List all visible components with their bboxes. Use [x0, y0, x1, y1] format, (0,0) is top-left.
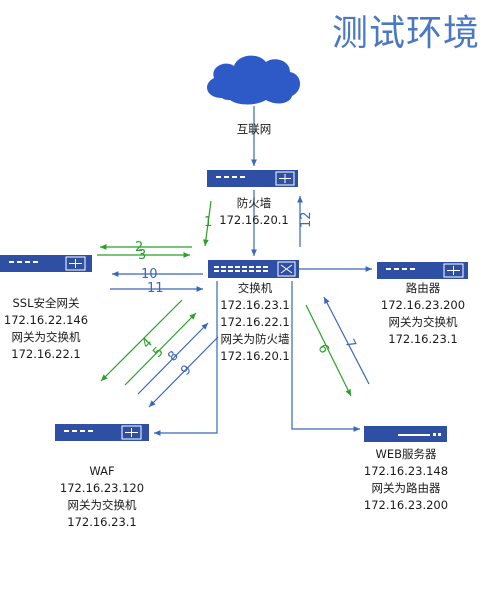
step-11-label: 11 — [147, 281, 164, 296]
internet-text: 互联网 — [236, 122, 272, 136]
ssl-name: SSL安全网关 — [12, 296, 80, 310]
ssl-gateway-ip: 172.16.22.1 — [11, 347, 81, 361]
firewall-device-icon — [207, 170, 298, 187]
step-12-label: 12 — [299, 211, 314, 228]
switch-label: 交换机 172.16.23.1 172.16.22.1 网关为防火墙 172.1… — [207, 280, 303, 365]
waf-device-icon — [55, 424, 149, 441]
web-gateway: 网关为路由器 — [371, 481, 441, 495]
router-name: 路由器 — [405, 281, 441, 295]
ssl-ip: 172.16.22.146 — [3, 313, 89, 327]
waf-gateway-ip: 172.16.23.1 — [67, 515, 137, 529]
switch-name: 交换机 — [237, 281, 273, 295]
step-1-label: 1 — [204, 215, 212, 230]
ssl-gateway-label: SSL安全网关 172.16.22.146 网关为交换机 172.16.22.1 — [0, 295, 92, 363]
switch-gateway-ip: 172.16.20.1 — [220, 349, 290, 363]
web-gateway-ip: 172.16.23.200 — [363, 498, 449, 512]
router-gateway: 网关为交换机 — [388, 315, 458, 329]
step-arrows — [97, 196, 370, 408]
router-label: 路由器 172.16.23.200 网关为交换机 172.16.23.1 — [370, 280, 476, 348]
waf-label: WAF 172.16.23.120 网关为交换机 172.16.23.1 — [50, 463, 154, 531]
step-6-label: 6 — [314, 342, 331, 356]
firewall-name: 防火墙 — [236, 196, 272, 210]
step-9-label: 9 — [178, 362, 194, 378]
switch-ip-1: 172.16.23.1 — [220, 298, 290, 312]
waf-gateway: 网关为交换机 — [67, 498, 137, 512]
ssl-gateway: 网关为交换机 — [11, 330, 81, 344]
web-ip: 172.16.23.148 — [363, 464, 449, 478]
connection-lines — [154, 106, 372, 436]
web-name: WEB服务器 — [375, 447, 437, 461]
ssl-gateway-device-icon — [0, 255, 92, 272]
step-5-label: 5 — [150, 344, 166, 360]
step-8-label: 8 — [165, 348, 181, 364]
firewall-label: 防火墙 172.16.20.1 — [204, 195, 304, 229]
switch-device-icon — [208, 260, 299, 278]
step-7-label: 7 — [341, 337, 358, 351]
firewall-ip: 172.16.20.1 — [219, 213, 289, 227]
switch-gateway: 网关为防火墙 — [220, 332, 290, 346]
router-gateway-ip: 172.16.23.1 — [388, 332, 458, 346]
step-3-label: 3 — [138, 248, 146, 263]
waf-ip: 172.16.23.120 — [59, 481, 145, 495]
web-server-device-icon — [364, 426, 447, 442]
router-ip: 172.16.23.200 — [380, 298, 466, 312]
internet-label: 互联网 — [229, 121, 279, 138]
web-server-label: WEB服务器 172.16.23.148 网关为路由器 172.16.23.20… — [354, 446, 458, 514]
step-10-label: 10 — [141, 267, 158, 282]
router-device-icon — [377, 262, 468, 279]
waf-name: WAF — [89, 464, 115, 478]
step-2-label: 2 — [135, 240, 143, 255]
internet-cloud-icon — [207, 55, 301, 105]
switch-ip-2: 172.16.22.1 — [220, 315, 290, 329]
page-title: 测试环境 — [331, 13, 480, 54]
